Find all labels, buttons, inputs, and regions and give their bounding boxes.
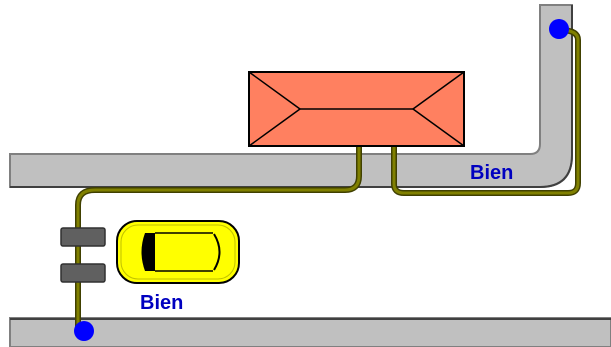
car-status-label: Bien [140,292,183,314]
wires [75,27,581,333]
upper-road [9,4,573,188]
node-dot-icon [549,19,569,39]
roof-hip-tl [248,71,301,110]
charger-pad-upper [60,227,106,247]
charger-pad-lower [60,263,106,283]
car-body [116,220,240,284]
house-roof-icon [248,71,465,147]
charger-pads-icon [60,227,106,283]
lower-road [9,317,611,347]
wire-left [76,144,361,332]
car-body-inner [120,224,236,280]
roof-hip-bl [248,108,301,147]
wire-right [392,28,580,195]
road-status-label: Bien [470,162,513,184]
car-rear-window [213,233,221,271]
roof-hip-tr [412,71,465,110]
node-dot-icon [74,321,94,341]
car-top-view-icon [116,220,240,284]
upper-road-shadow [10,5,573,188]
lower-road-body [9,317,611,347]
roof-hip-br [412,108,465,147]
car-windshield [141,233,155,271]
